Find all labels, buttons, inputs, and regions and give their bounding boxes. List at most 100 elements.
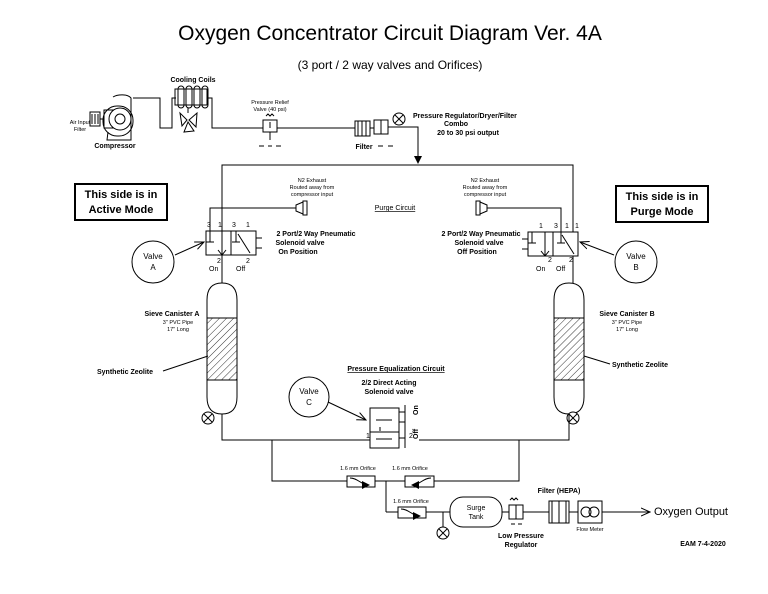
surge-tank [449, 496, 503, 528]
canister-a-label-2: 3" PVC Pipe [163, 320, 193, 326]
valve-c-callout-label: Valve [299, 387, 319, 396]
orifice-2-label: 1.6 mm Orifice [392, 466, 428, 472]
valve-c-off: Off [413, 428, 420, 439]
valve-a-callout-label: Valve [143, 252, 163, 261]
filter-label: Filter [355, 144, 372, 151]
exhaust-right-label: N2 Exhaust [471, 178, 500, 184]
valve-c-callout-label-2: C [306, 398, 312, 407]
oxygen-output-label: Oxygen Output [654, 506, 728, 518]
compressor [102, 94, 134, 141]
valve-a-port3: 3 [207, 222, 211, 229]
valve-a-off: Off [236, 266, 245, 273]
solenoid-valve-c [369, 405, 406, 449]
orifice-1-label: 1.6 mm Orifice [340, 466, 376, 472]
flow-meter [577, 500, 603, 524]
active-mode-box [74, 183, 168, 221]
orifice-3-label: 1.6 mm Orifice [393, 499, 429, 505]
surge-tank-label-2: Tank [469, 514, 484, 521]
purge-circuit-label: Purge Circuit [375, 205, 416, 212]
orifice-3 [397, 506, 427, 520]
valve-b-callout-label: Valve [626, 252, 646, 261]
cooling-coils-label: Cooling Coils [170, 77, 215, 84]
valve-b-port2: 2 [548, 257, 552, 264]
active-mode-label: This side is in [85, 189, 158, 201]
exhaust-right-label-3: compressor input [464, 192, 507, 198]
canister-b-label-3: 17" Long [616, 327, 638, 333]
valve-c-callout [288, 376, 366, 420]
regulator-label-2: Combo [444, 121, 468, 128]
sieve-canister-b [553, 282, 585, 415]
orifice-2 [404, 475, 435, 489]
valve-c-port2: 2 [409, 433, 413, 440]
valve-a-port2b: 2 [246, 258, 250, 265]
valve-a-callout-label-2: A [150, 263, 156, 272]
pressure-relief-valve [259, 113, 281, 147]
purge-mode-box [615, 185, 709, 223]
low-pressure-regulator-label-2: Regulator [505, 542, 538, 549]
valve-c-desc: 2/2 Direct Acting [362, 380, 417, 387]
author-date: EAM 7-4-2020 [680, 541, 726, 548]
valve-c-on: On [413, 405, 420, 415]
purge-mode-label-2: Purge Mode [631, 206, 694, 218]
valve-b-port3: 3 [554, 223, 558, 230]
canister-b-label-2: 3" PVC Pipe [612, 320, 642, 326]
low-pressure-regulator [508, 497, 528, 525]
air-input-filter-label: Air Input [70, 120, 91, 126]
relief-valve-label-2: Valve (40 psi) [253, 107, 286, 113]
inline-filter [354, 120, 371, 137]
valve-b-callout [580, 240, 658, 284]
valve-c-port1: 1 [366, 433, 370, 440]
canister-a-label: Sieve Canister A [145, 311, 200, 318]
exhaust-muffler-right [475, 200, 488, 216]
sieve-canister-a [206, 282, 238, 415]
air-input-filter-label-2: Filter [74, 127, 86, 133]
zeolite-left-label: Synthetic Zeolite [97, 369, 153, 376]
valve-a-desc: 2 Port/2 Way Pneumatic [276, 231, 355, 238]
valve-a-port2: 2 [217, 258, 221, 265]
exhaust-right-label-2: Routed away from [463, 185, 508, 191]
valve-a-port3b: 3 [232, 222, 236, 229]
air-input-filter [89, 111, 104, 127]
low-pressure-regulator-label: Low Pressure [498, 533, 544, 540]
solenoid-valve-b [522, 231, 579, 257]
page-title: Oxygen Concentrator Circuit Diagram Ver.… [178, 22, 602, 45]
surge-tank-drain-valve [436, 526, 450, 540]
valve-b-desc-2: Solenoid valve [454, 240, 503, 247]
drain-valve-right [566, 411, 580, 425]
active-mode-label-2: Active Mode [89, 204, 154, 216]
valve-b-port2b: 2 [569, 257, 573, 264]
valve-a-desc-2: Solenoid valve [275, 240, 324, 247]
relief-valve-label: Pressure Relief [251, 100, 289, 106]
exhaust-left-label: N2 Exhaust [298, 178, 327, 184]
canister-a-label-3: 17" Long [167, 327, 189, 333]
regulator-label: Pressure Regulator/Dryer/Filter [413, 113, 517, 120]
exhaust-left-label-3: compressor input [291, 192, 334, 198]
valve-b-port1: 1 [539, 223, 543, 230]
valve-c-desc-2: Solenoid valve [364, 389, 413, 396]
valve-a-port1: 1 [218, 222, 222, 229]
valve-a-port1b: 1 [246, 222, 250, 229]
cooling-coils [174, 85, 209, 133]
equalization-label: Pressure Equalization Circuit [347, 366, 445, 373]
drain-valve-left [201, 411, 215, 425]
valve-b-port1b: 1 [565, 223, 569, 230]
regulator-label-3: 20 to 30 psi output [437, 130, 500, 137]
exhaust-left-label-2: Routed away from [290, 185, 335, 191]
hepa-filter-label: Filter (HEPA) [538, 488, 581, 495]
surge-tank-label: Surge [467, 505, 486, 512]
valve-a-desc-3: On Position [278, 249, 317, 256]
zeolite-right-label: Synthetic Zeolite [612, 362, 668, 369]
valve-a-on: On [209, 266, 218, 273]
regulator-dryer-filter [373, 112, 406, 147]
valve-b-desc-3: Off Position [457, 249, 497, 256]
solenoid-valve-a [205, 230, 262, 256]
hepa-filter [548, 500, 570, 524]
valve-b-port1c: 1 [575, 223, 579, 230]
valve-b-desc: 2 Port/2 Way Pneumatic [441, 231, 520, 238]
compressor-label: Compressor [94, 143, 136, 150]
orifice-1 [346, 475, 376, 489]
purge-mode-label: This side is in [626, 191, 699, 203]
page-subtitle: (3 port / 2 way valves and Orifices) [298, 58, 483, 72]
